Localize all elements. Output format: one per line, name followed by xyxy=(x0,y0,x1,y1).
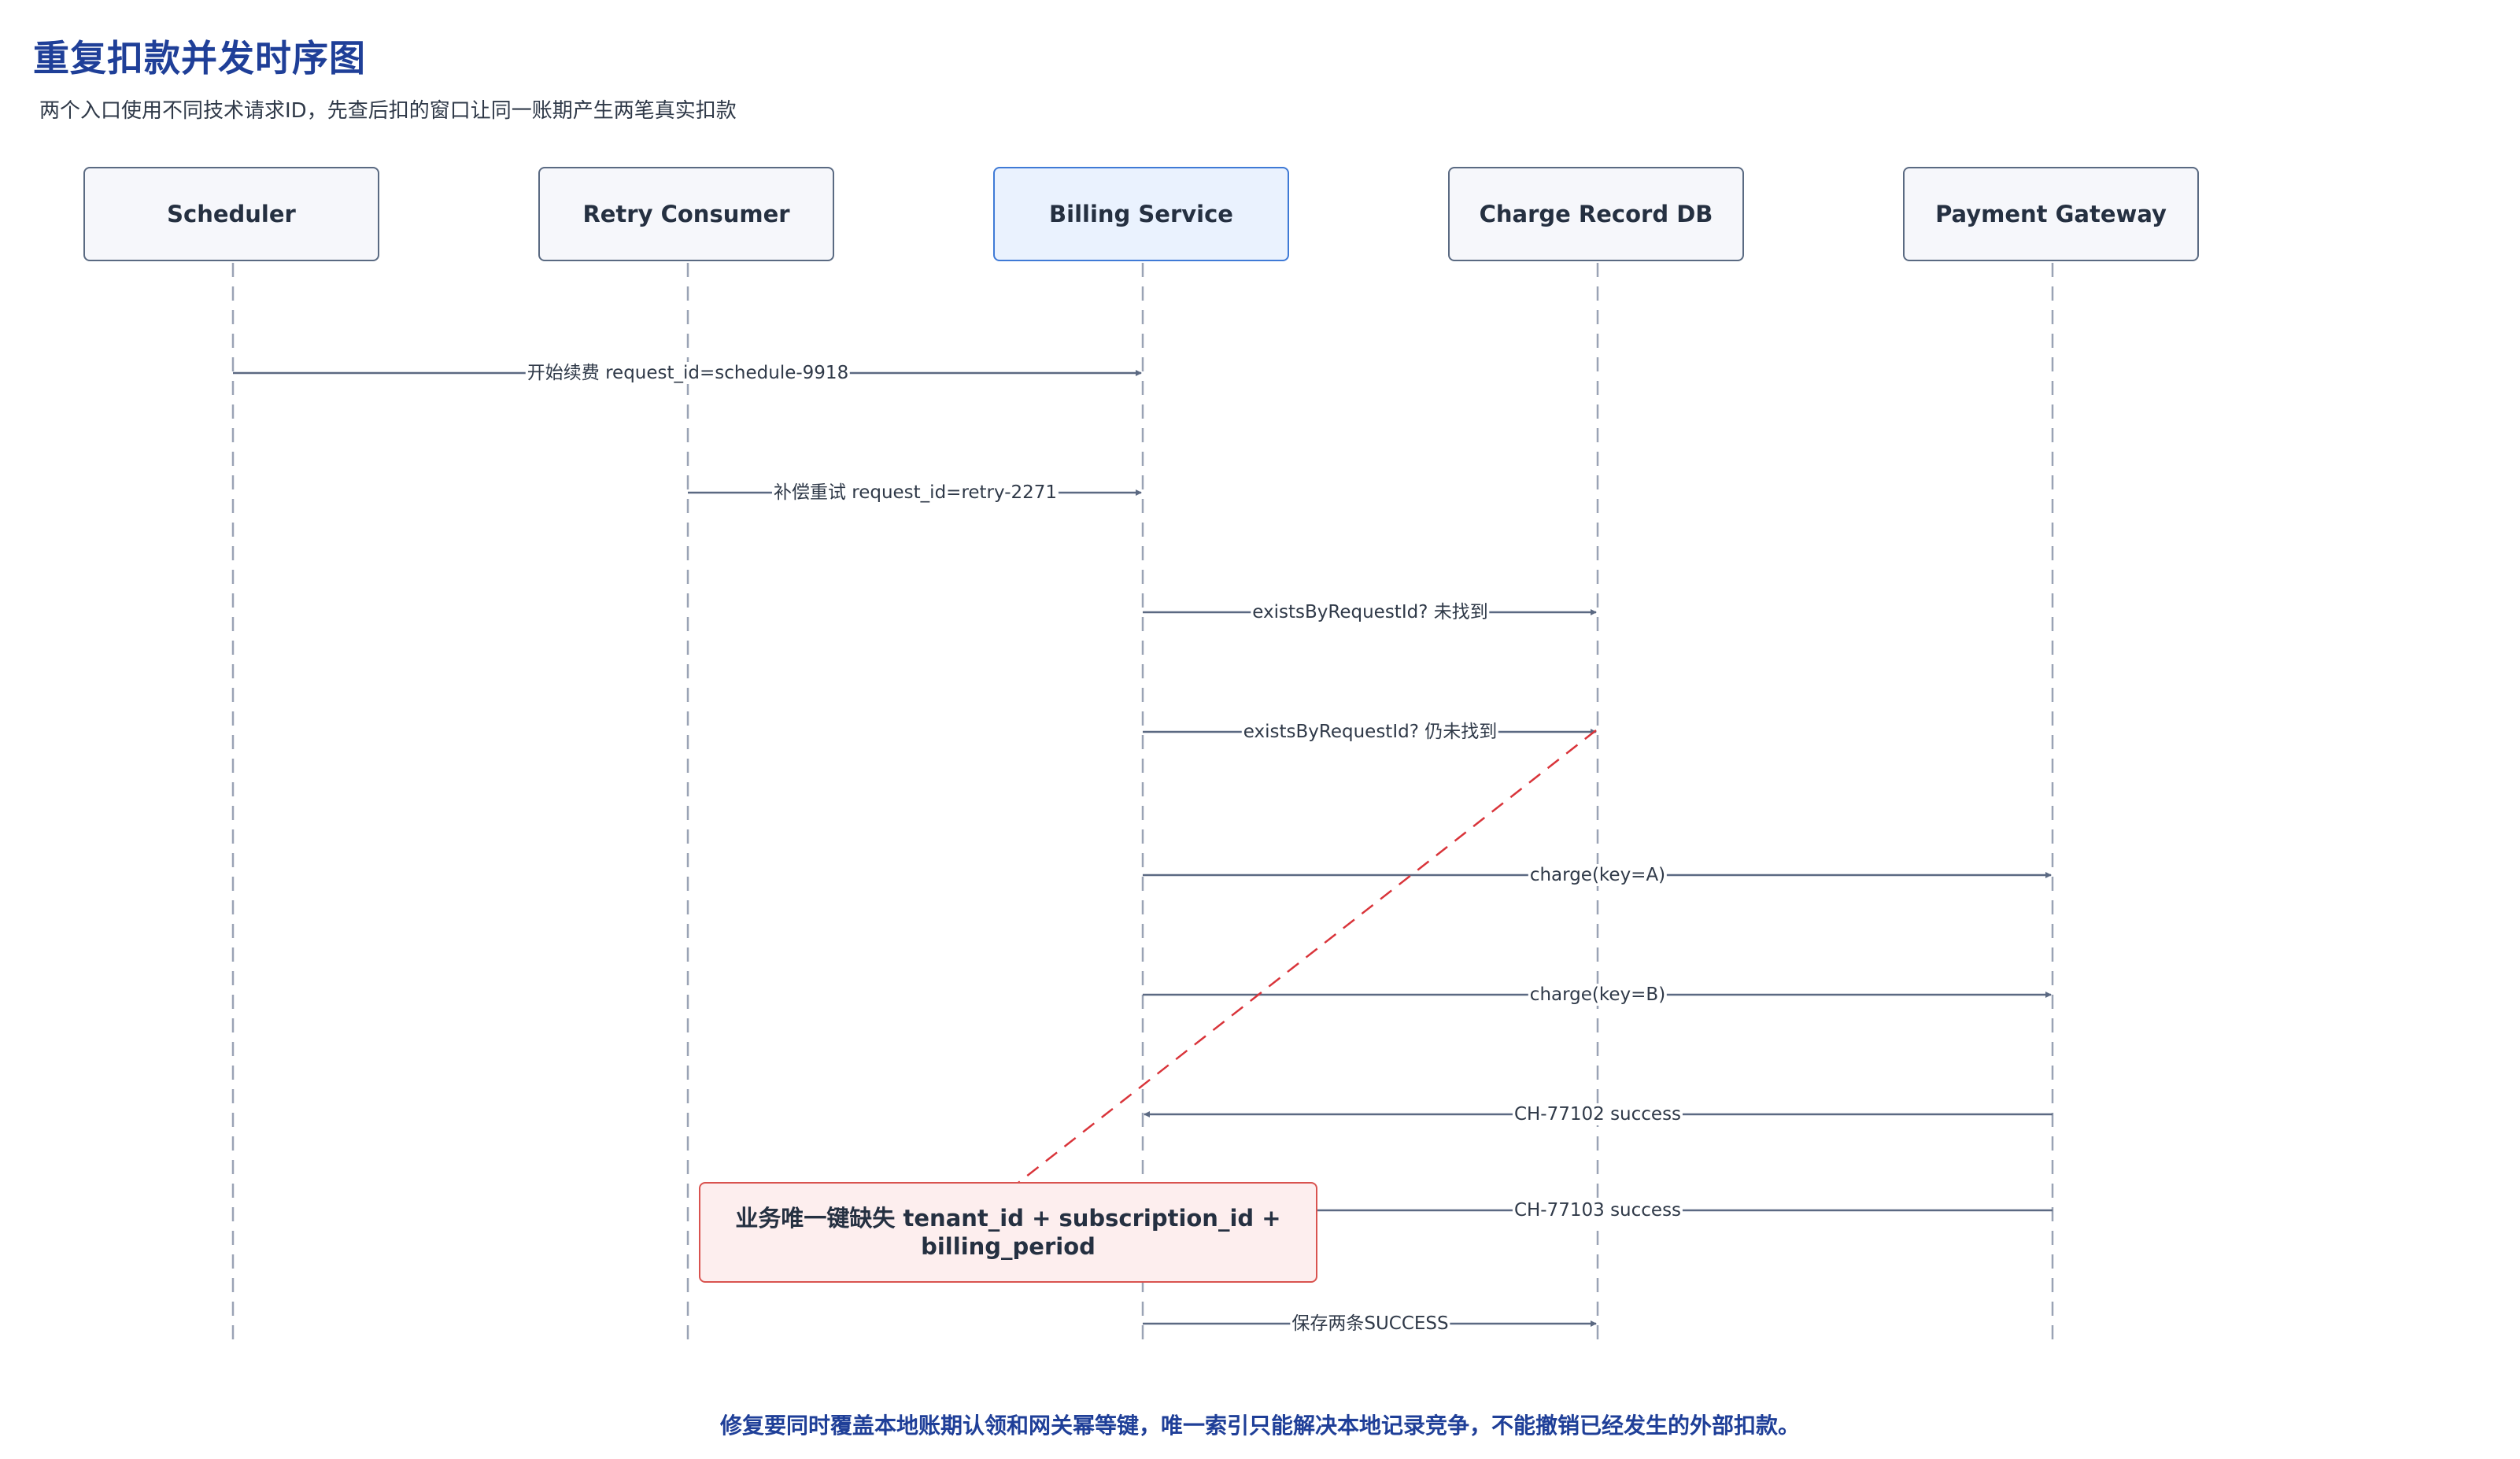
message-label: 保存两条SUCCESS xyxy=(1290,1313,1450,1335)
participant-charge-record-db: Charge Record DB xyxy=(1448,167,1744,261)
message-label: charge(key=B) xyxy=(1528,984,1668,1006)
participant-billing-service: Billing Service xyxy=(993,167,1289,261)
message-label: CH-77103 success xyxy=(1512,1199,1683,1221)
page-title: 重复扣款并发时序图 xyxy=(33,37,366,79)
message-label: 开始续费 request_id=schedule-9918 xyxy=(525,362,851,384)
missing-business-key-note: 业务唯一键缺失 tenant_id + subscription_id + bi… xyxy=(699,1182,1317,1283)
race-window-connector xyxy=(1014,730,1597,1186)
message-label: charge(key=A) xyxy=(1528,864,1668,886)
participant-payment-gateway: Payment Gateway xyxy=(1903,167,2199,261)
message-label: existsByRequestId? 未找到 xyxy=(1251,601,1490,623)
participant-retry-consumer: Retry Consumer xyxy=(538,167,834,261)
message-label: CH-77102 success xyxy=(1512,1103,1683,1125)
message-lines xyxy=(233,370,2053,1327)
lifelines xyxy=(231,263,2054,1343)
message-label: existsByRequestId? 仍未找到 xyxy=(1241,721,1499,743)
participant-scheduler: Scheduler xyxy=(83,167,379,261)
page-subtitle: 两个入口使用不同技术请求ID，先查后扣的窗口让同一账期产生两笔真实扣款 xyxy=(39,99,737,123)
fix-recommendation: 修复要同时覆盖本地账期认领和网关幂等键，唯一索引只能解决本地记录竞争，不能撤销已… xyxy=(719,1413,1800,1439)
message-label: 补偿重试 request_id=retry-2271 xyxy=(771,482,1059,504)
